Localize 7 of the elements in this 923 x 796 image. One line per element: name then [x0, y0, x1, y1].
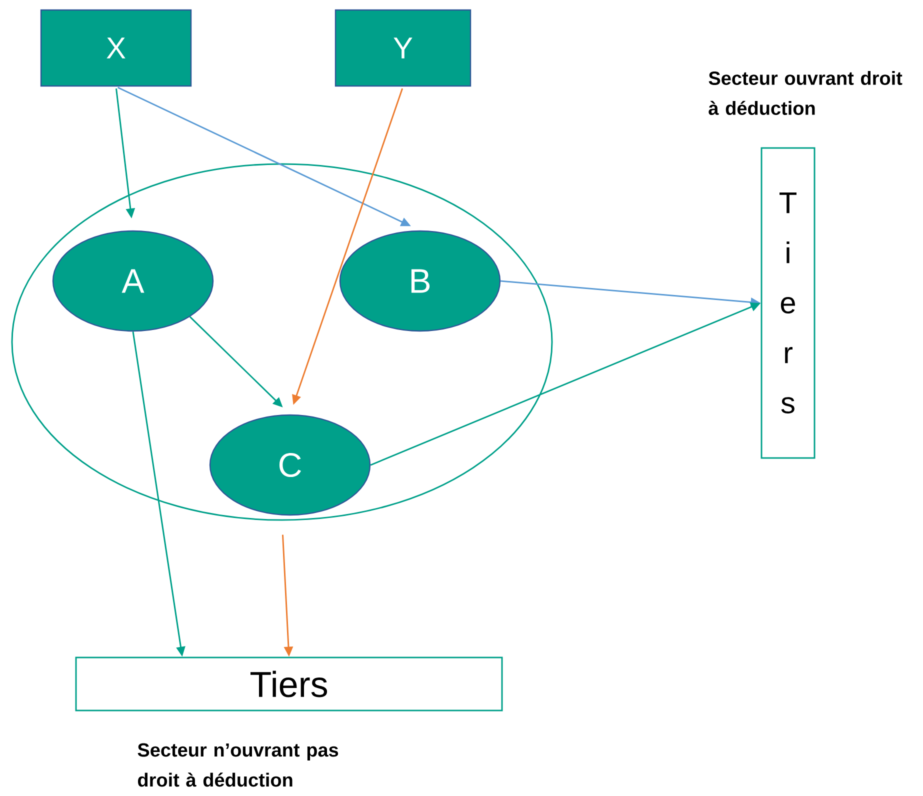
- node-label: Secteur ouvrant droit à déduction: [708, 71, 902, 115]
- party-box: Tiers: [760, 147, 816, 459]
- party-box: Tiers: [75, 656, 503, 712]
- group-ellipse: [11, 163, 553, 521]
- process-box: X: [40, 9, 192, 87]
- process-box: Y: [334, 9, 472, 87]
- node-label: Secteur n’ouvrant pas droit à déduction: [138, 743, 338, 787]
